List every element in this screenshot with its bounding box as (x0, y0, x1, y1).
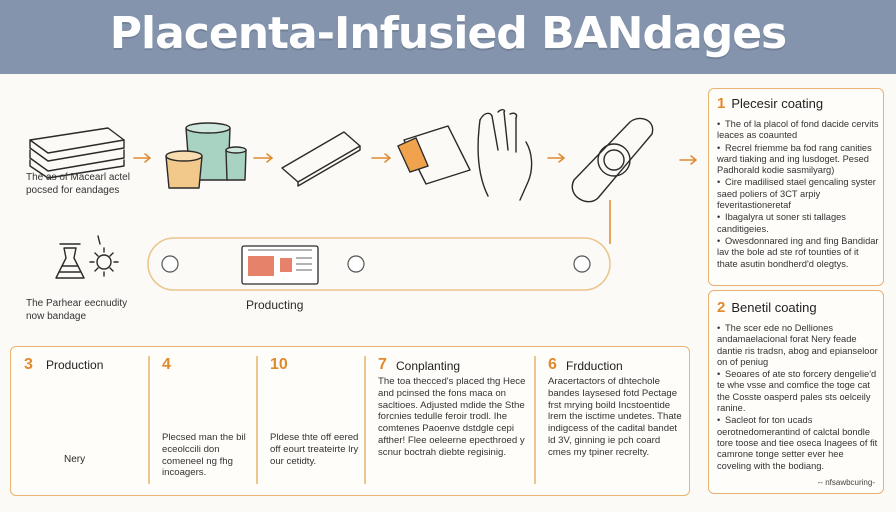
list-item: •The of la placol of fond dacide cervits… (717, 119, 879, 141)
list-item: •Owesdonnared ing and fing Bandidar lav … (717, 235, 879, 269)
panel-benefit-coating: 2 Benetil coating •The scer ede no Dellio… (708, 290, 884, 494)
step-text: Aracertactors of dhtechole bandes Iayses… (548, 376, 682, 458)
step-number: 4 (162, 356, 171, 373)
production-track (147, 237, 611, 291)
applicator-device-icon (571, 117, 654, 203)
step-icon-label: Nery (64, 454, 86, 465)
panel-number: 2 (717, 299, 726, 316)
step-text: Plecsed man the bil eceolccili don comen… (162, 432, 246, 479)
panel-title-text: Benetil coating (731, 300, 817, 315)
step-text: The toa thecced's placed thg Hece and pc… (378, 376, 526, 458)
panel-list: •The of la placol of fond dacide cervits… (717, 119, 879, 271)
step-number: 6 (548, 356, 557, 373)
cell-gear-icon (89, 235, 119, 277)
list-item: •Cire madilised stael gencaling syster s… (717, 177, 876, 211)
top-row-caption: The as of Macearl actel pocsed for eanda… (26, 172, 146, 197)
panel-title-text: Plecesir coating (731, 96, 824, 111)
panel-list: •The scer ede no Delliones andamaelacion… (717, 323, 879, 473)
panel-number: 1 (717, 95, 726, 112)
list-item-text: The scer ede no Delliones andamaelaciona… (717, 323, 878, 367)
sample-tray-icon (241, 245, 319, 285)
list-item: •Sacleot for ton ucads oerotnedomerantin… (717, 415, 878, 471)
step-title: Frdduction (566, 359, 623, 373)
hand-icon (477, 109, 533, 201)
title-banner: Placenta-Infusied BANdages (0, 0, 896, 74)
caption-line: The as of Macearl actel (26, 172, 130, 183)
track-label: Producting (246, 298, 304, 312)
list-item: •Seoares of ate sto forcery dengelie'd t… (717, 369, 877, 414)
flask-icon (55, 243, 85, 279)
step-title: Conplanting (396, 359, 461, 373)
step-number: 7 (378, 356, 387, 373)
caption-line: now bandage (26, 310, 87, 322)
list-item-text: Recrel friemme ba fod rang canities ward… (717, 142, 872, 176)
page-title: Placenta-Infusied BANdages (109, 8, 787, 59)
bandage-strip-icon (281, 131, 361, 187)
list-item: •The scer ede no Delliones andamaelacion… (717, 323, 878, 367)
steps-panel (10, 346, 690, 496)
list-item-text: Ibagalyra ut soner sti tallages canditig… (717, 212, 846, 234)
list-item-text: The of la placol of fond dacide cervits … (717, 119, 879, 141)
container-jars-icon (165, 122, 247, 189)
step-number: 3 (24, 356, 33, 373)
list-item-text: Owesdonnared ing and fing Bandidar lav t… (717, 235, 879, 269)
bandage-stack-icon (29, 127, 125, 179)
step-number: 10 (270, 356, 288, 373)
panel-title: 1 Plecesir coating (717, 95, 823, 112)
caption-line: pocsed for eandages (26, 184, 120, 196)
divider (534, 356, 536, 484)
list-item: •Ibagalyra ut soner sti tallages canditi… (717, 212, 846, 234)
step-title: Production (46, 358, 104, 372)
divider (364, 356, 366, 484)
caption-line: The Parhear eecnudity (26, 298, 128, 309)
list-item: •Recrel friemme ba fod rang canities war… (717, 142, 872, 176)
panel-footnote: -- nfsawbcuring- (817, 478, 875, 487)
divider (148, 356, 150, 484)
panel-precursor-coating: 1 Plecesir coating •The of la placol of f… (708, 88, 884, 286)
middle-caption: The Parhear eecnudity now bandage (26, 298, 156, 323)
list-item-text: Seoares of ate sto forcery dengelie'd te… (717, 369, 877, 414)
divider (256, 356, 258, 484)
list-item-text: Cire madilised stael gencaling syster sa… (717, 177, 876, 211)
step-text: Pldese thte off eered off eourt treateir… (270, 432, 359, 467)
panel-title: 2 Benetil coating (717, 299, 817, 316)
list-item-text: Sacleot for ton ucads oerotnedomerantind… (717, 415, 878, 471)
